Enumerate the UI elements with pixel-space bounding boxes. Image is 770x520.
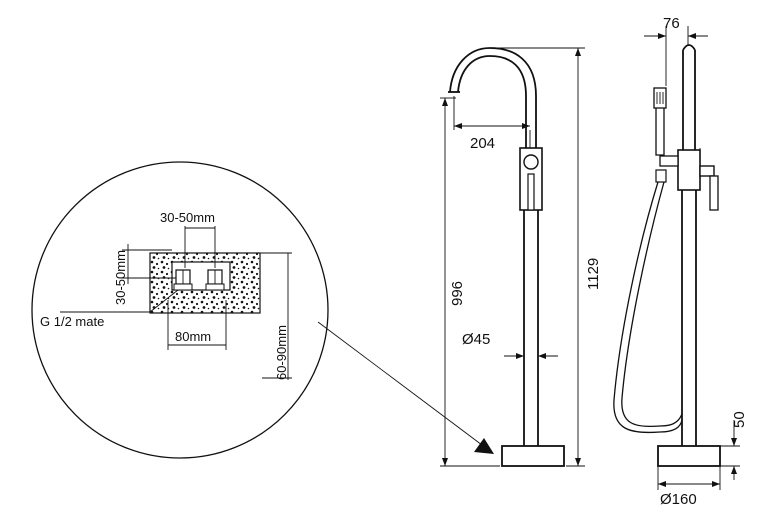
thread-callout: G 1/2 mate	[40, 289, 179, 329]
dim-top-label: 30-50mm	[160, 210, 215, 225]
dim-bottom-label: 80mm	[175, 329, 211, 344]
dim-bottom: 80mm	[167, 300, 227, 350]
side-lever	[709, 175, 719, 211]
dim-left: 30-50mm	[113, 244, 176, 305]
dim-top: 30-50mm	[160, 210, 216, 268]
dim-pipe-diameter-label: Ø45	[462, 331, 490, 348]
dim-right: 60-90mm	[260, 252, 292, 380]
dim-total-height-label: 1129	[585, 258, 602, 290]
hose	[613, 181, 683, 434]
side-base	[657, 445, 721, 467]
dim-spout-reach-label: 204	[470, 135, 495, 152]
dim-top-width: 76	[644, 15, 708, 86]
dim-base-height: 50	[720, 411, 748, 480]
dim-total-height: 1129	[490, 47, 602, 467]
dim-outlet-height-label: 996	[449, 281, 466, 306]
side-valve-body	[677, 149, 701, 191]
handshower-holder	[659, 155, 679, 167]
thread-note-label: G 1/2 mate	[40, 314, 104, 329]
dim-left-label: 30-50mm	[113, 250, 128, 305]
dim-base-diameter-label: Ø160	[660, 491, 697, 508]
front-view: 204 996 1129 Ø45	[440, 47, 602, 467]
dim-top-width-label: 76	[663, 15, 680, 32]
front-handle-hub	[523, 154, 539, 170]
front-lever	[527, 173, 535, 211]
installation-detail: 30-50mm 30-50mm G 1/2 mate 80mm 60-	[31, 161, 494, 459]
dim-outlet-height: 996	[440, 97, 500, 467]
dim-right-label: 60-90mm	[274, 325, 289, 380]
dim-spout-reach: 204	[453, 96, 531, 152]
detail-leader	[317, 321, 494, 454]
dim-base-height-label: 50	[731, 411, 748, 428]
front-base	[501, 445, 565, 467]
wall-section	[149, 252, 261, 314]
side-view: 76 50 Ø160	[613, 15, 748, 508]
dim-base-diameter: Ø160	[657, 466, 721, 508]
detail-circle	[31, 161, 329, 459]
dim-pipe-diameter: Ø45	[462, 331, 558, 359]
